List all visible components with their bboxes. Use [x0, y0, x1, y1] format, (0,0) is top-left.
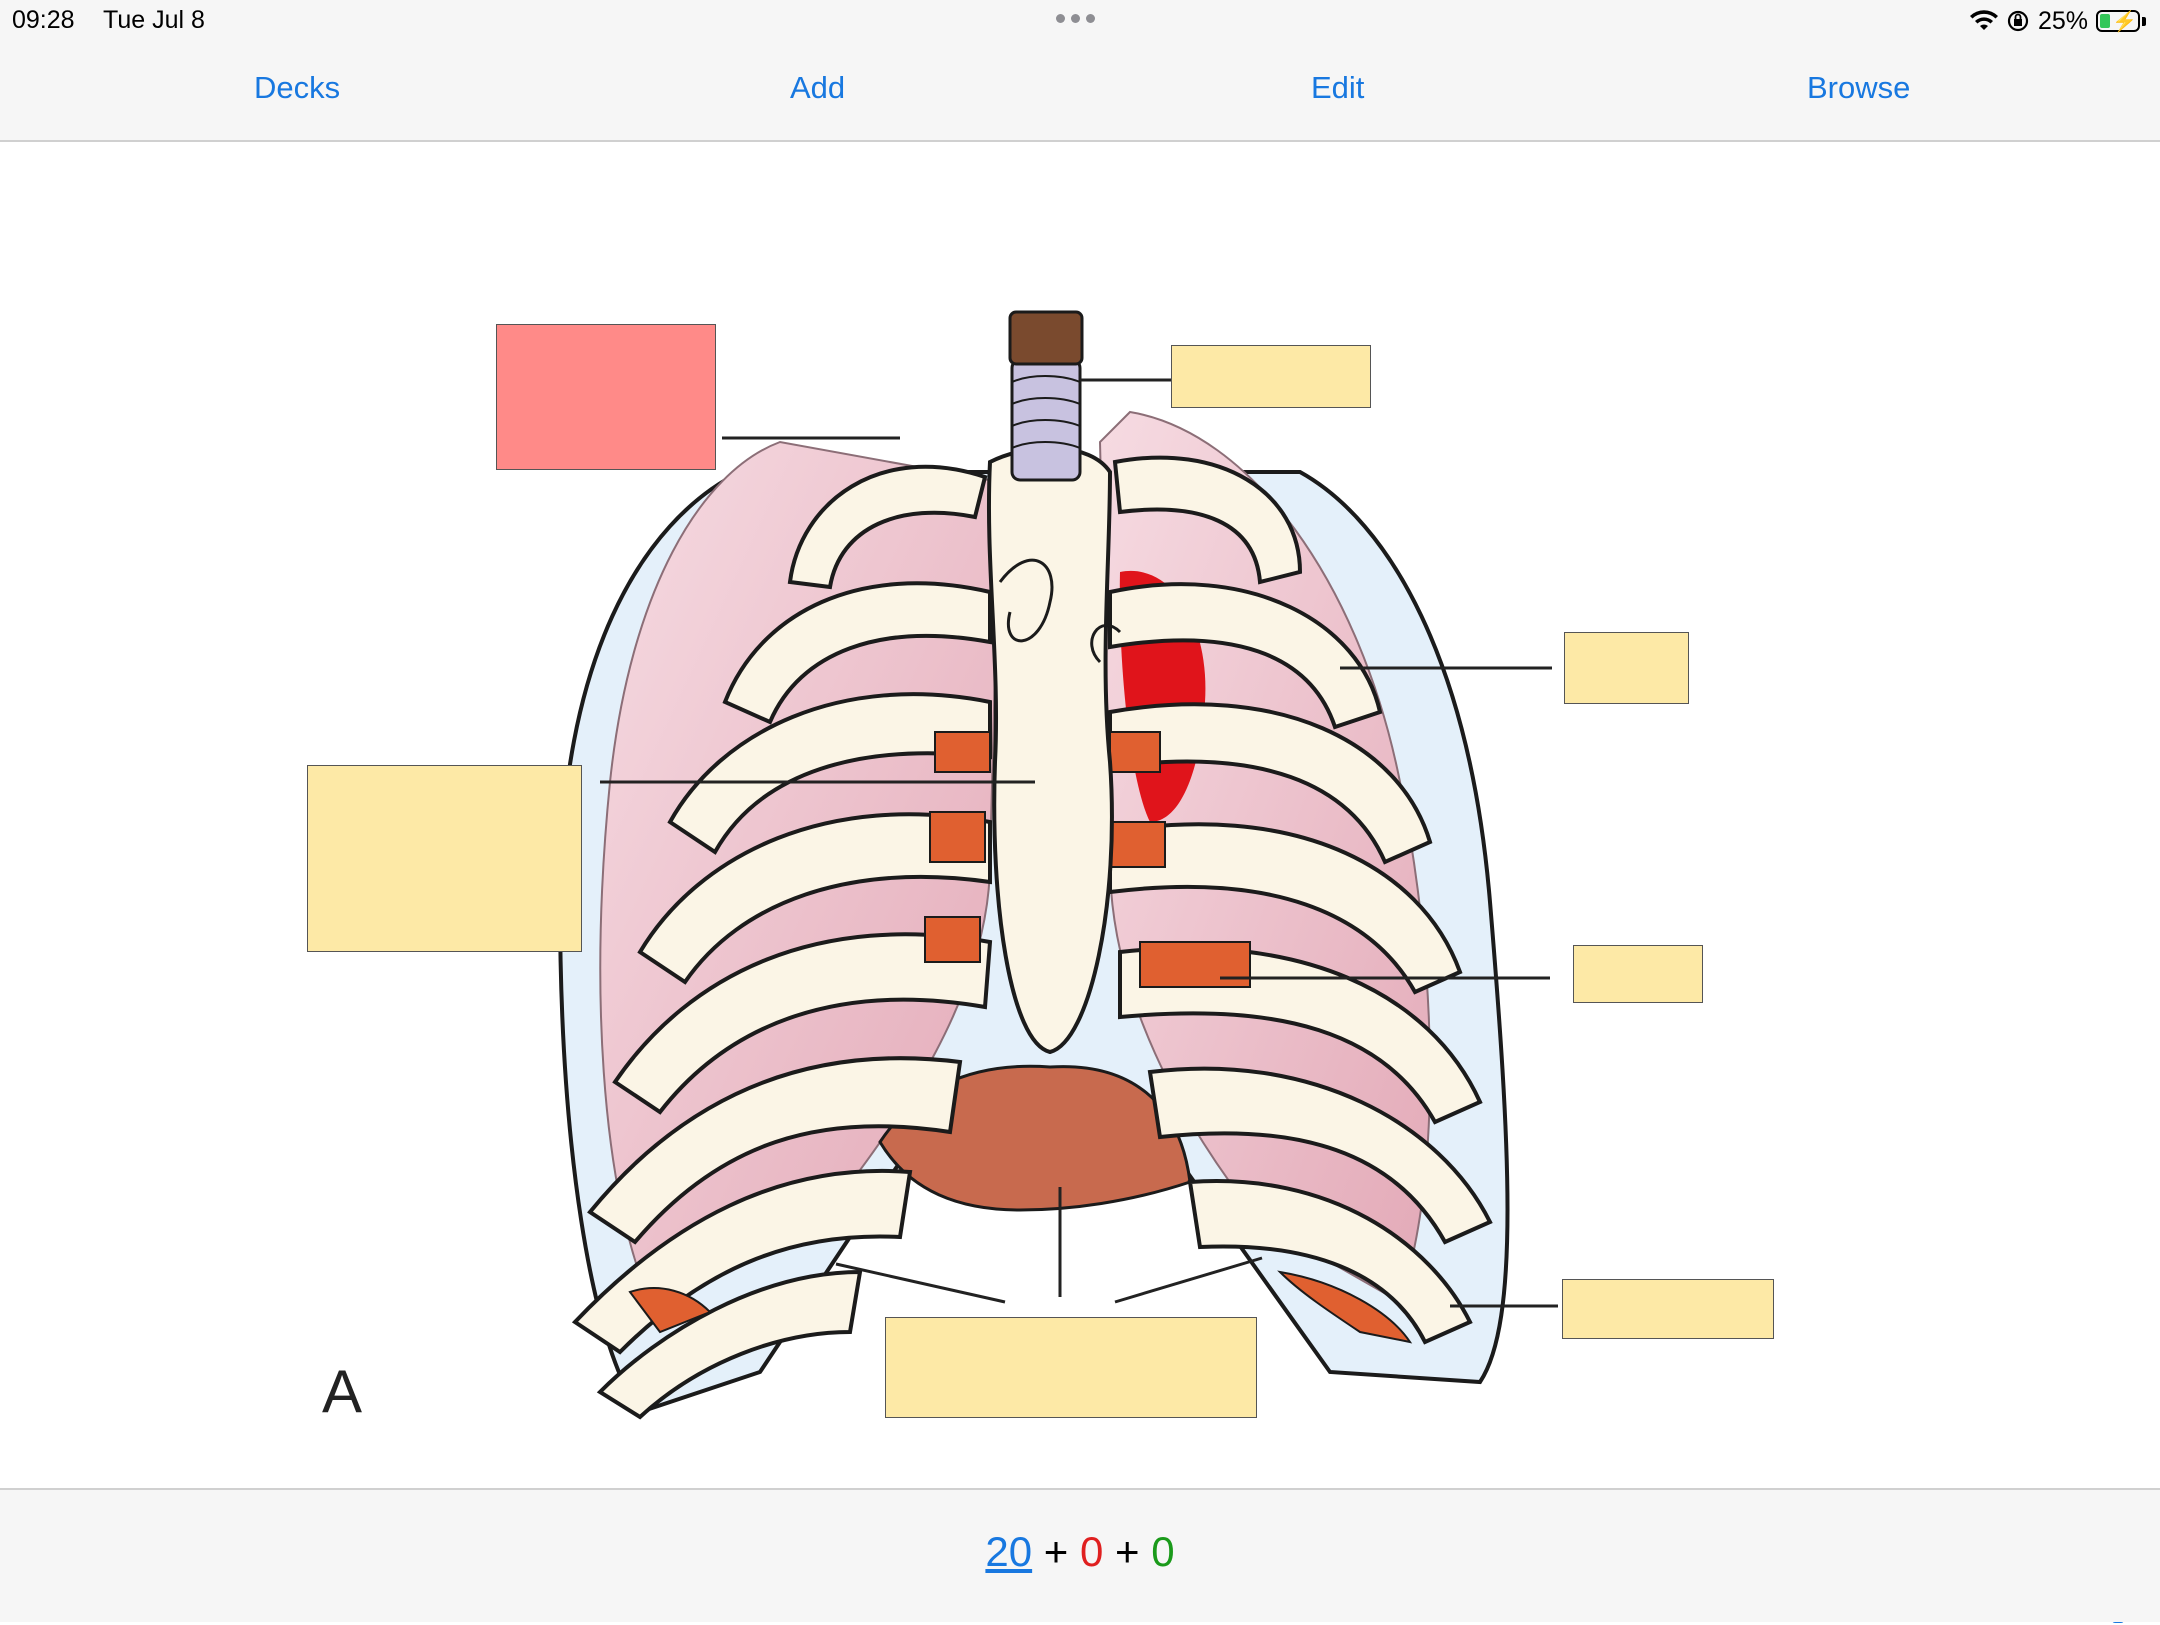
- status-time: 09:28: [12, 6, 75, 34]
- decks-button[interactable]: Decks: [254, 70, 341, 105]
- battery-charging-icon: ⚡: [2096, 10, 2140, 33]
- add-button[interactable]: Add: [790, 70, 846, 105]
- occlusion-box[interactable]: [1573, 945, 1703, 1003]
- card-content: A: [0, 142, 2160, 1623]
- status-bar: 09:28 Tue Jul 8 25% ⚡: [0, 0, 2160, 44]
- occlusion-box[interactable]: [307, 765, 582, 952]
- battery-percent: 25%: [2037, 6, 2088, 35]
- edit-button[interactable]: Edit: [1311, 70, 1365, 105]
- wifi-icon: [1969, 10, 1998, 30]
- new-count[interactable]: 20: [985, 1528, 1033, 1575]
- thoracic-cage-image: [557, 310, 1558, 1420]
- figure-letter: A: [322, 1358, 363, 1425]
- occlusion-box[interactable]: [1564, 632, 1689, 704]
- occlusion-box[interactable]: [1171, 345, 1371, 408]
- status-date: Tue Jul 8: [103, 6, 205, 34]
- status-indicators: 25% ⚡: [1969, 4, 2146, 38]
- learn-count: 0: [1080, 1528, 1104, 1575]
- nav-bar: Decks Add Edit Browse: [0, 44, 2160, 142]
- bottom-toolbar: 20 + 0 + 0: [0, 1488, 2160, 1622]
- orientation-lock-icon: [2007, 10, 2029, 32]
- battery-cap: [2142, 16, 2146, 26]
- review-count: 0: [1151, 1528, 1175, 1575]
- occlusion-box[interactable]: [885, 1317, 1257, 1418]
- plus-separator: +: [1115, 1528, 1140, 1575]
- plus-separator: +: [1043, 1528, 1069, 1575]
- due-counts: 20 + 0 + 0: [0, 1528, 2160, 1576]
- browse-button[interactable]: Browse: [1807, 70, 1911, 105]
- occlusion-box[interactable]: [1562, 1279, 1774, 1339]
- occlusion-box-active[interactable]: [496, 324, 716, 470]
- multitasking-dots-icon[interactable]: [1056, 10, 1104, 30]
